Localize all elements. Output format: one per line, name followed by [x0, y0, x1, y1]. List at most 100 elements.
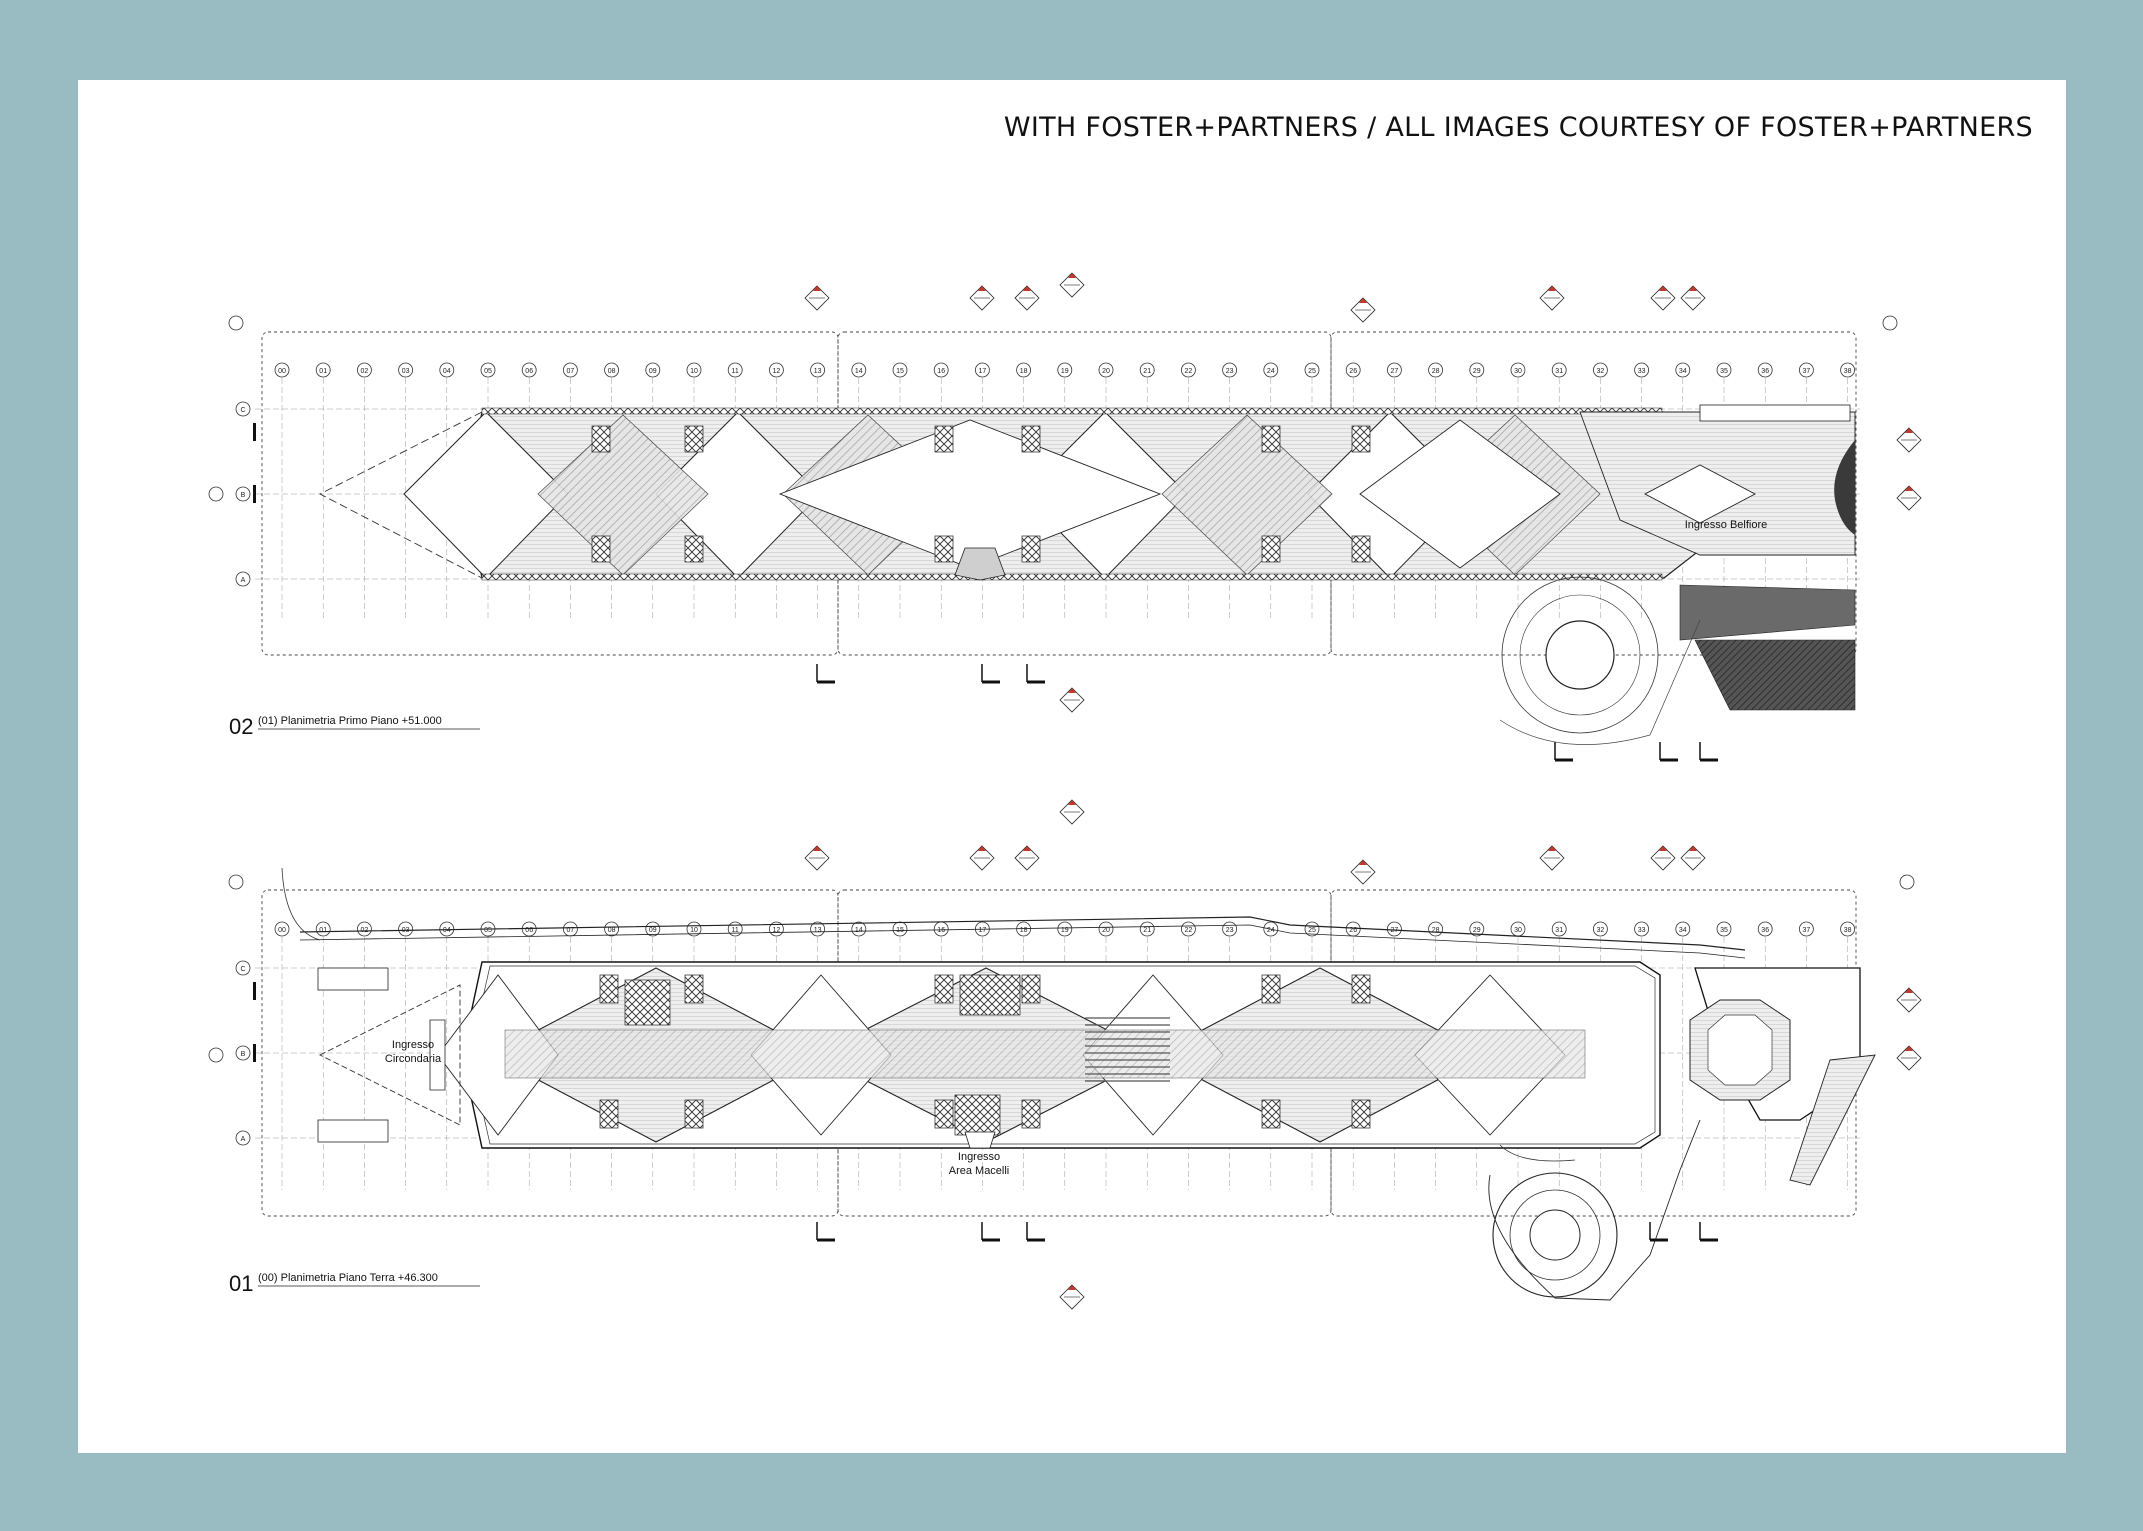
grid-bubble-24-label: 24 [1267, 927, 1275, 934]
row-bubble-B-label: B [241, 492, 246, 499]
stair-block-n-4 [1021, 425, 1041, 453]
circondaria-stair-n [317, 967, 389, 991]
grid-bubble-33-label: 33 [1638, 368, 1646, 375]
grid-bubble-33-circle [1634, 362, 1649, 378]
grid-bubble-34-label: 34 [1679, 927, 1687, 934]
stair-s-1 [599, 1099, 619, 1129]
grid-bubble-23-label: 23 [1226, 927, 1234, 934]
grid-bubble-26-circle [1345, 362, 1361, 378]
roundabout-core [1545, 620, 1615, 690]
grid-bubble-32-circle [1593, 362, 1608, 378]
stair-n-6 [1351, 974, 1371, 1004]
grid-bubble-26-label: 26 [1349, 927, 1357, 934]
void-long-1 [778, 419, 1162, 569]
axis-tick-b-bottom [253, 1044, 256, 1062]
stair-block-n-5 [1261, 425, 1281, 453]
image-credit: WITH FOSTER+PARTNERS / ALL IMAGES COURTE… [1003, 112, 2033, 143]
grid-bubble-36-circle [1757, 362, 1773, 378]
grid-bubble-27-circle [1387, 921, 1402, 937]
grid-bubble-14-circle [851, 921, 867, 937]
grid-bubble-29-circle [1469, 362, 1485, 378]
stair-block-s-6 [1351, 535, 1371, 563]
section-marker-bottom-8-arrow [1689, 846, 1697, 851]
section-marker-bottom-11-arrow [1068, 1285, 1076, 1290]
grid-bubble-02-circle [356, 921, 372, 937]
plan-01-title: (00) Planimetria Piano Terra +46.300 [258, 1272, 438, 1284]
grid-bubble-22-circle [1181, 362, 1196, 378]
road-dark [1679, 584, 1856, 641]
grid-bubble-03-circle [398, 921, 414, 937]
row-bubble-A-circle [235, 1130, 251, 1146]
grid-bubble-13-label: 13 [814, 927, 822, 934]
stair-n-2 [684, 974, 704, 1004]
grid-bubble-35-label: 35 [1720, 927, 1728, 934]
grid-bubble-01-label: 01 [319, 927, 327, 934]
track-1 [299, 916, 1746, 951]
axis-tick-b [253, 485, 256, 503]
grid-bubble-00-label: 00 [278, 368, 286, 375]
grid-bubble-19-circle [1057, 362, 1073, 378]
grid-bubble-29-circle [1469, 921, 1485, 937]
grid-bubble-30-label: 30 [1514, 368, 1522, 375]
grid-bubble-21-circle [1139, 921, 1155, 937]
grid-bubble-32-label: 32 [1597, 927, 1605, 934]
plan-02-title: (01) Planimetria Primo Piano +51.000 [258, 715, 442, 727]
label-ingresso-macelli-2: Area Macelli [949, 1165, 1010, 1177]
grid-bubble-34-circle [1675, 921, 1691, 937]
grid-bubble-16-label: 16 [937, 368, 945, 375]
stair-n-5 [1261, 974, 1281, 1004]
track-curve [281, 867, 321, 941]
grid-bubble-33-label: 33 [1638, 927, 1646, 934]
grid-bubble-05-label: 05 [484, 368, 492, 375]
grid-bubble-25-circle [1304, 362, 1320, 378]
grid-bubble-08-circle [604, 362, 619, 378]
grid-bubble-34-circle [1675, 362, 1691, 378]
grid-bubble-11-circle [727, 362, 743, 378]
stair-s-2 [684, 1099, 704, 1129]
grid-bubble-19-label: 19 [1061, 368, 1069, 375]
grid-bubble-16-circle [933, 362, 949, 378]
detail-ref-top-left-circle [228, 315, 244, 331]
grid-bubble-27-label: 27 [1391, 368, 1399, 375]
grid-bubble-33-circle [1634, 921, 1649, 937]
grid-bubble-37-label: 37 [1803, 368, 1811, 375]
bridge-3 [954, 1094, 1001, 1136]
grid-bubble-12-label: 12 [773, 368, 781, 375]
grid-bubble-37-label: 37 [1803, 927, 1811, 934]
section-marker-top-3-arrow [1023, 286, 1031, 291]
grid-bubble-36-label: 36 [1761, 368, 1769, 375]
grid-bubble-21-label: 21 [1143, 927, 1151, 934]
grid-bubble-00-circle [274, 362, 290, 378]
section-marker-top-6-arrow [1548, 286, 1556, 291]
row-bubble-A-label: A [241, 1136, 246, 1143]
grid-bubble-11-label: 11 [732, 368, 739, 375]
section-marker-bottom-5-arrow [1359, 860, 1367, 865]
section-marker-bottom-2-arrow [813, 846, 821, 851]
grid-bubble-20-circle [1098, 362, 1114, 378]
section-marker-top-7-arrow [1659, 286, 1667, 291]
grid-bubble-13-circle [810, 362, 825, 378]
row-bubble-C-circle [235, 401, 251, 417]
grid-bubble-32-label: 32 [1597, 368, 1605, 375]
stair-s-5 [1261, 1099, 1281, 1129]
grid-bubble-27-circle [1387, 362, 1402, 378]
stair-s-6 [1351, 1099, 1371, 1129]
row-bubble-A-label: A [241, 577, 246, 584]
grid-bubble-19-circle [1057, 921, 1073, 937]
section-marker-bottom-4-arrow [1023, 846, 1031, 851]
section-marker-top-2-arrow [978, 286, 986, 291]
row-bubble-B-circle [235, 486, 251, 502]
grid-bubble-14-label: 14 [855, 927, 863, 934]
grid-bubble-35-circle [1716, 362, 1732, 378]
grid-bubble-25-label: 25 [1308, 368, 1316, 375]
road-hatched [1694, 639, 1856, 711]
grid-bubble-20-label: 20 [1102, 368, 1110, 375]
section-marker-bottom-9-arrow [1905, 988, 1913, 993]
grid-bubble-02-label: 02 [361, 368, 369, 375]
plan-02-number: 02 [229, 714, 253, 739]
row-bubble-C-circle [235, 960, 251, 976]
section-marker-bottom-3-arrow [978, 846, 986, 851]
grid-bubble-29-label: 29 [1473, 927, 1481, 934]
grid-bubble-10-circle [686, 362, 702, 378]
